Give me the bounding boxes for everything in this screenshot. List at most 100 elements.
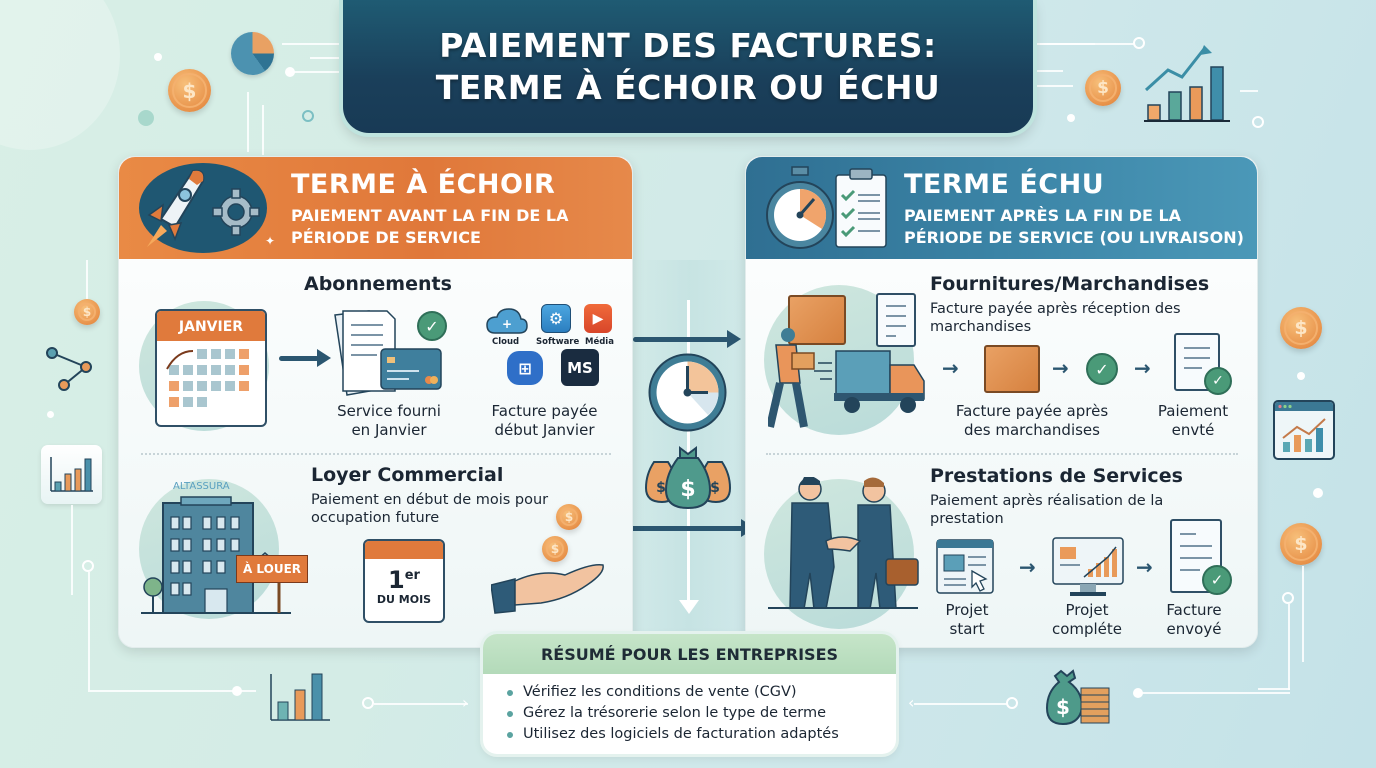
- software-label: Software: [536, 337, 580, 347]
- cloud-icon: +: [485, 307, 529, 335]
- doc-line: [886, 335, 896, 337]
- arrow-right-icon: →: [942, 356, 959, 380]
- svg-text:+: +: [502, 317, 512, 331]
- analytics-window-icon: [1273, 400, 1335, 460]
- ms-icon: MS: [561, 349, 599, 386]
- stopwatch-icon: [764, 165, 836, 251]
- sparkle-icon: ✦: [265, 234, 276, 248]
- terme-echu-subtitle: PAIEMENT APRÈS LA FIN DE LA PÉRIODE DE S…: [904, 206, 1244, 247]
- terme-a-echoir-panel: ✦ TERME À ÉCHOIR PAIEMENT AVANT LA FIN D…: [118, 156, 633, 648]
- doc-line: [886, 305, 906, 307]
- package-box-icon: [788, 295, 846, 345]
- doc-line: [1184, 347, 1210, 349]
- project-start-window-icon: [936, 539, 994, 594]
- terme-echu-title: TERME ÉCHU: [904, 169, 1105, 200]
- coin-icon: $: [556, 504, 582, 530]
- coin-icon: $: [1280, 307, 1322, 349]
- money-bag-coins-icon: $: [1045, 668, 1113, 726]
- center-vertical-line: [687, 300, 690, 600]
- circuit-dot: [285, 67, 295, 77]
- circuit-ring: [1252, 116, 1264, 128]
- circuit-line: [1302, 566, 1304, 662]
- doc-line: [1184, 357, 1210, 359]
- step-paiement-envte: Paiement envté: [1157, 402, 1229, 439]
- circuit-line: [310, 57, 342, 59]
- abonnements-title: Abonnements: [304, 273, 452, 295]
- summary-item: Gérez la trésorerie selon le type de ter…: [507, 703, 896, 724]
- doc-line: [1180, 557, 1212, 559]
- arrow-right-connector: [633, 330, 741, 348]
- circuit-dot: [1133, 688, 1143, 698]
- handshake-icon: [768, 475, 928, 610]
- fournitures-title: Fournitures/Marchandises: [930, 273, 1210, 295]
- circuit-dot: [232, 686, 242, 696]
- section-divider: [766, 453, 1238, 455]
- loyer-commercial-title: Loyer Commercial: [311, 464, 504, 486]
- summary-item: Utilisez des logiciels de facturation ad…: [507, 724, 896, 745]
- circuit-ring: [302, 110, 314, 122]
- terme-echu-panel: TERME ÉCHU PAIEMENT APRÈS LA FIN DE LA P…: [745, 156, 1258, 648]
- media-label: Média: [585, 337, 614, 347]
- growth-chart-icon: [1142, 45, 1234, 125]
- bar-chart-tile-icon: [41, 445, 102, 504]
- checklist-icon: [834, 165, 888, 249]
- a-louer-sign: À LOUER: [236, 555, 308, 583]
- clock-icon: [646, 351, 729, 434]
- section-divider: [141, 453, 611, 455]
- circuit-line: [914, 703, 1008, 705]
- check-icon: ✓: [417, 311, 447, 341]
- open-hand-icon: [490, 555, 607, 615]
- svg-text:$: $: [680, 477, 695, 502]
- money-bags-icon: $$$: [642, 444, 734, 510]
- circuit-dot: [1297, 372, 1305, 380]
- circuit-line: [71, 505, 73, 595]
- loyer-commercial-subtitle: Paiement en début de mois pour occupatio…: [311, 492, 549, 526]
- circuit-line: [1240, 90, 1258, 92]
- building-label: ALTASSURA: [173, 481, 230, 492]
- terme-a-echoir-header: ✦ TERME À ÉCHOIR PAIEMENT AVANT LA FIN D…: [119, 157, 632, 259]
- circuit-line: [292, 71, 342, 73]
- pie-chart-icon: [231, 32, 274, 75]
- prestations-title: Prestations de Services: [930, 465, 1183, 487]
- package-box-icon: [984, 345, 1040, 393]
- circuit-line: [247, 92, 249, 152]
- check-icon: ✓: [1086, 353, 1118, 385]
- circuit-ring: [1282, 592, 1294, 604]
- invoice-doc-icon: [876, 293, 916, 347]
- circuit-line: [88, 690, 256, 692]
- summary-box: RÉSUMÉ POUR LES ENTREPRISES Vérifiez les…: [483, 634, 896, 754]
- circuit-line: [1258, 688, 1290, 690]
- gear-icon: [211, 187, 261, 237]
- page-title-line1: PAIEMENT DES FACTURES:: [439, 25, 937, 65]
- step-projet-complete: Projet compléte: [1051, 601, 1123, 638]
- circuit-line: [374, 703, 468, 705]
- caption-service-fourni: Service fourni en Janvier: [337, 402, 441, 439]
- arrow-right-icon: [279, 349, 331, 367]
- svg-text:$: $: [656, 480, 666, 496]
- coin-icon: $: [542, 536, 568, 562]
- svg-text:$: $: [1056, 695, 1070, 719]
- check-icon: ✓: [1204, 367, 1232, 395]
- coin-icon: $: [168, 69, 211, 112]
- delivery-person-truck-icon: [766, 327, 928, 432]
- cloud-label: Cloud: [492, 337, 520, 347]
- circuit-line: [1033, 70, 1063, 72]
- doc-line: [1180, 533, 1196, 535]
- arrow-right-icon: →: [1019, 555, 1036, 579]
- doc-line: [886, 315, 906, 317]
- invoice-sent-icon: [1170, 519, 1222, 593]
- caption-facture-payee: Facture payée début Janvier: [491, 402, 598, 439]
- arrow-right-icon: ›: [462, 693, 469, 712]
- page-title-banner: PAIEMENT DES FACTURES: TERME À ÉCHOIR OU…: [343, 0, 1033, 133]
- software-icon: ⚙: [541, 304, 571, 333]
- page-title-line2: TERME À ÉCHOIR OU ÉCHU: [435, 67, 941, 107]
- check-icon: ✓: [1202, 565, 1232, 595]
- circuit-dot: [154, 53, 162, 61]
- circuit-line: [262, 105, 264, 155]
- circuit-line: [1040, 43, 1135, 45]
- bar-chart-icon: [268, 672, 332, 724]
- circuit-line: [86, 260, 88, 300]
- calendar-small-label: DU MOIS: [376, 593, 432, 606]
- arrow-down-icon: [679, 600, 699, 614]
- calendar-date: 1er: [388, 566, 420, 594]
